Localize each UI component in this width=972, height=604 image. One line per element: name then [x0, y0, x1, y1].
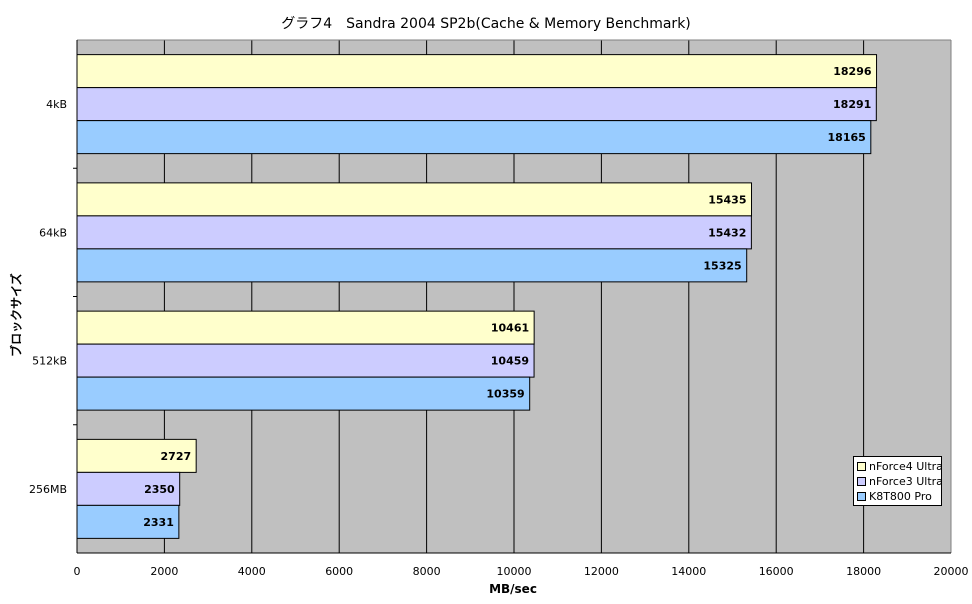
bar: [76, 87, 877, 122]
legend-swatch-nforce3: [857, 477, 866, 486]
data-label: 10461: [491, 322, 529, 335]
x-axis-title: MB/sec: [489, 582, 537, 596]
data-label: 2331: [143, 516, 174, 529]
bar-series: [76, 54, 878, 539]
data-label: 10459: [491, 355, 529, 368]
legend-swatch-nforce4: [857, 462, 866, 471]
data-label: 15432: [708, 226, 746, 239]
x-tick-label: 16000: [759, 565, 794, 578]
bar: [76, 310, 535, 345]
y-tick-label: 512kB: [32, 355, 67, 368]
bar: [76, 182, 753, 217]
legend-item: nForce3 Ultra: [857, 474, 943, 489]
x-tick-label: 18000: [846, 565, 881, 578]
bar: [76, 54, 878, 89]
data-label: 18296: [833, 65, 872, 78]
x-tick-label: 10000: [497, 565, 532, 578]
data-label: 18165: [828, 131, 866, 144]
x-tick-label: 4000: [238, 565, 266, 578]
x-tick-label: 14000: [671, 565, 706, 578]
legend-item: K8T800 Pro: [857, 489, 938, 504]
x-tick-label: 12000: [584, 565, 619, 578]
bar: [76, 215, 752, 250]
x-tick-label: 20000: [934, 565, 969, 578]
data-label: 15325: [703, 259, 741, 272]
legend-label: K8T800 Pro: [869, 490, 932, 503]
legend: nForce4 Ultra nForce3 Ultra K8T800 Pro: [853, 456, 943, 506]
x-tick-label: 0: [74, 565, 81, 578]
y-tick-label: 64kB: [39, 226, 67, 239]
data-label: 15435: [708, 193, 746, 206]
bar: [76, 343, 535, 378]
bar: [76, 376, 531, 411]
legend-item: nForce4 Ultra: [857, 459, 943, 474]
x-tick-label: 2000: [150, 565, 178, 578]
y-axis-title: ブロックサイズ: [9, 273, 24, 357]
legend-label: nForce3 Ultra: [869, 475, 943, 488]
data-label: 2350: [144, 483, 175, 496]
axes: 0 2000 4000 6000 8000 10000 12000 14000 16000 180…: [29, 39, 969, 578]
x-tick-label: 6000: [325, 565, 353, 578]
y-tick-label: 256MB: [29, 483, 67, 496]
bar: [76, 248, 748, 283]
bar: [76, 471, 181, 506]
data-labels: 18296 18291 18165 15435 15432 15325 10461 10459…: [143, 65, 872, 529]
legend-label: nForce4 Ultra: [869, 460, 943, 473]
legend-swatch-k8t800: [857, 492, 866, 501]
x-tick-label: 8000: [413, 565, 441, 578]
data-label: 2727: [161, 450, 192, 463]
bar: [76, 438, 197, 473]
data-label: 18291: [833, 98, 871, 111]
data-label: 10359: [486, 388, 524, 401]
y-tick-label: 4kB: [46, 98, 67, 111]
chart-title: グラフ4 Sandra 2004 SP2b(Cache & Memory Ben…: [281, 16, 691, 32]
bar: [76, 504, 180, 539]
bar: [76, 120, 872, 155]
